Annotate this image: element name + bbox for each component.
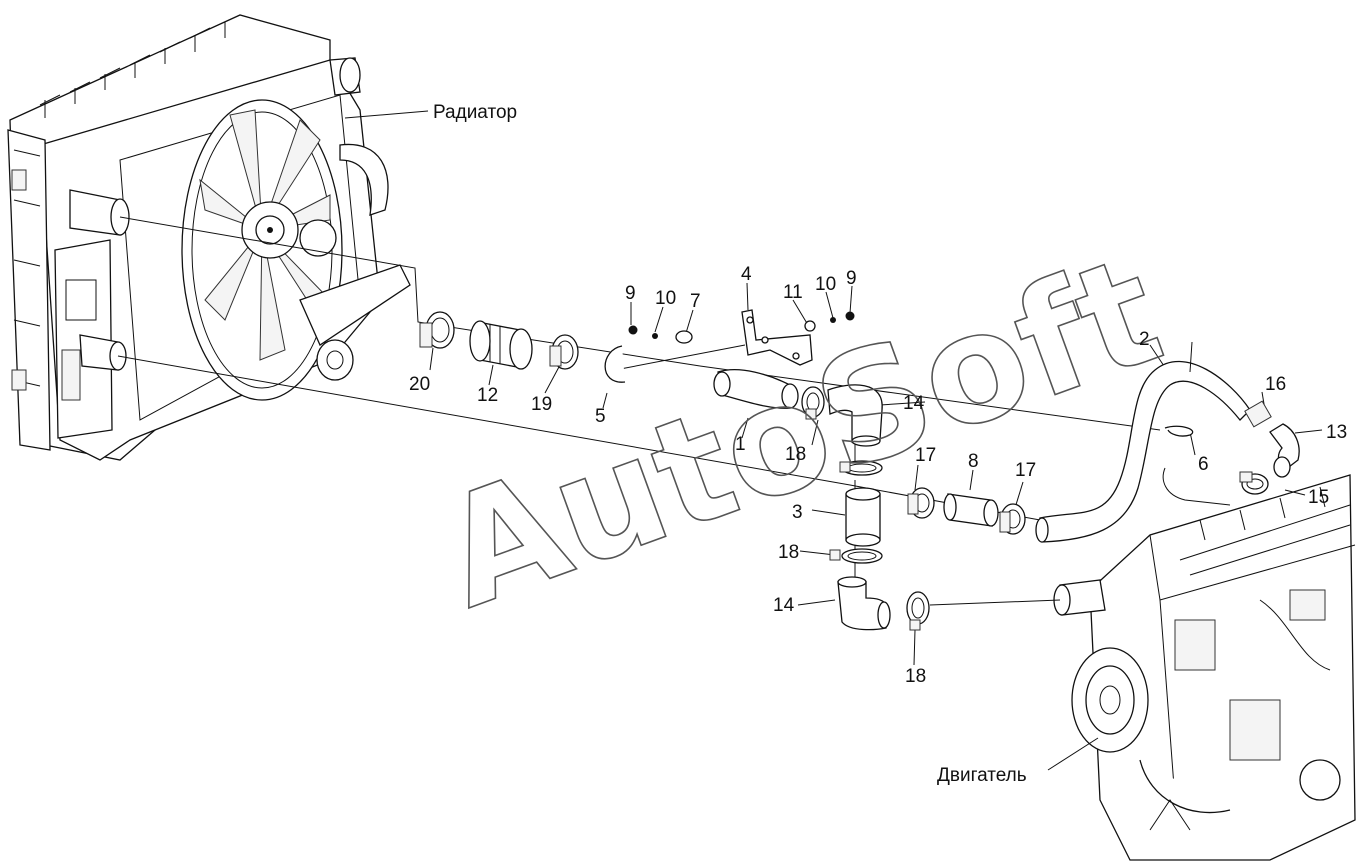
callout-20: 20 xyxy=(409,374,430,395)
engine-label: Двигатель xyxy=(937,765,1027,786)
part-5-u-clamp xyxy=(604,345,626,383)
callout-4: 4 xyxy=(741,264,752,285)
part-18-clamp-bottom xyxy=(906,591,930,631)
part-14-elbow-lower xyxy=(837,576,891,631)
parts xyxy=(419,309,1300,631)
part-18-clamp-lower xyxy=(829,548,883,564)
part-9-nut xyxy=(628,325,638,335)
callout-17-left: 17 xyxy=(915,445,936,466)
callout-14-upper: 14 xyxy=(903,393,925,414)
callout-9-right: 9 xyxy=(846,268,857,289)
part-4-bracket xyxy=(741,309,813,366)
part-17-clamp-right xyxy=(999,503,1026,535)
part-1-pipe xyxy=(713,369,799,409)
callout-19: 19 xyxy=(531,394,552,415)
part-10-washer xyxy=(652,333,658,339)
callout-8: 8 xyxy=(968,451,979,472)
callout-17-right: 17 xyxy=(1015,460,1036,481)
part-18-clamp-mid xyxy=(839,460,883,476)
part-8-hose xyxy=(943,493,999,527)
callout-10-left: 10 xyxy=(655,288,676,309)
part-16-clamp xyxy=(1244,400,1272,428)
callout-1: 1 xyxy=(735,434,746,455)
callout-18-middle: 18 xyxy=(778,542,799,563)
callout-15: 15 xyxy=(1308,487,1329,508)
radiator-assembly-drawing xyxy=(7,14,411,461)
callout-5: 5 xyxy=(595,406,606,427)
part-3-pipe xyxy=(845,487,881,547)
callout-10-right: 10 xyxy=(815,274,836,295)
part-2-hose xyxy=(1035,341,1251,543)
engine-drawing xyxy=(1053,474,1356,861)
part-18-clamp-upper xyxy=(801,386,825,420)
callout-14-lower: 14 xyxy=(773,595,795,616)
callout-18-upper: 18 xyxy=(785,444,806,465)
part-6-clip xyxy=(1164,425,1194,437)
callout-16: 16 xyxy=(1265,374,1286,395)
callout-9-left: 9 xyxy=(625,283,636,304)
part-17-clamp-left xyxy=(907,487,935,519)
callout-11: 11 xyxy=(783,282,803,303)
part-13-elbow xyxy=(1269,423,1300,478)
callout-2: 2 xyxy=(1139,329,1150,350)
part-7-plate xyxy=(675,330,693,344)
radiator-label: Радиатор xyxy=(433,102,517,123)
callout-3: 3 xyxy=(792,502,803,523)
callout-13: 13 xyxy=(1326,422,1347,443)
part-12-hose xyxy=(469,320,533,370)
callout-6: 6 xyxy=(1198,454,1209,475)
part-10-washer-right xyxy=(830,317,836,323)
part-14-elbow-upper xyxy=(827,384,883,447)
part-11-washer xyxy=(804,320,816,332)
part-20-clamp xyxy=(419,311,455,349)
callout-labels: 1 2 3 4 5 6 7 8 9 9 10 10 11 12 13 14 14… xyxy=(409,264,1347,687)
callout-12: 12 xyxy=(477,385,498,406)
assembly-labels: Радиатор Двигатель xyxy=(433,102,1027,786)
part-9-nut-right xyxy=(845,311,855,321)
part-15-clamp xyxy=(1239,471,1269,495)
part-19-clamp xyxy=(549,334,579,370)
callout-7: 7 xyxy=(690,291,701,312)
callout-18-bottom: 18 xyxy=(905,666,926,687)
